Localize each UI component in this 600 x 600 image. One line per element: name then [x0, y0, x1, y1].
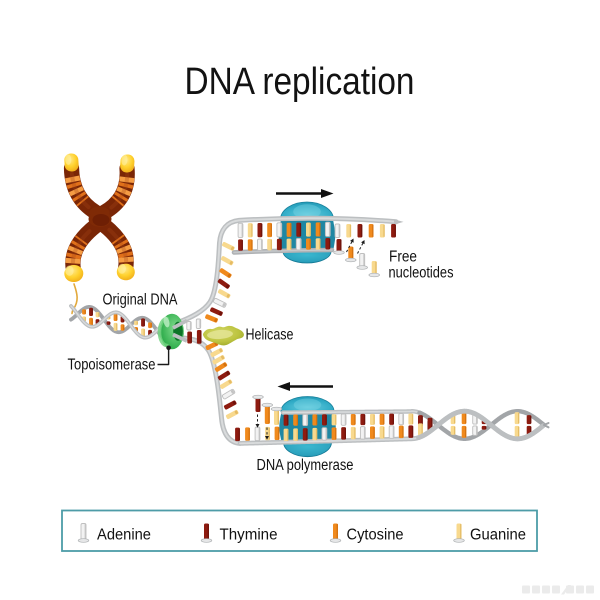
- svg-text:Thymine: Thymine: [220, 527, 278, 544]
- svg-text:DNA polymerase: DNA polymerase: [257, 457, 354, 474]
- svg-text:nucleotides: nucleotides: [389, 265, 454, 282]
- svg-text:DNA replication: DNA replication: [185, 61, 415, 103]
- svg-text:Original DNA: Original DNA: [103, 292, 179, 309]
- svg-text:Guanine: Guanine: [470, 527, 526, 544]
- svg-text:Helicase: Helicase: [246, 327, 294, 344]
- svg-text:Cytosine: Cytosine: [347, 527, 404, 544]
- svg-text:Topoisomerase: Topoisomerase: [68, 357, 156, 374]
- svg-text:Adenine: Adenine: [97, 527, 151, 544]
- svg-text:Free: Free: [389, 249, 417, 266]
